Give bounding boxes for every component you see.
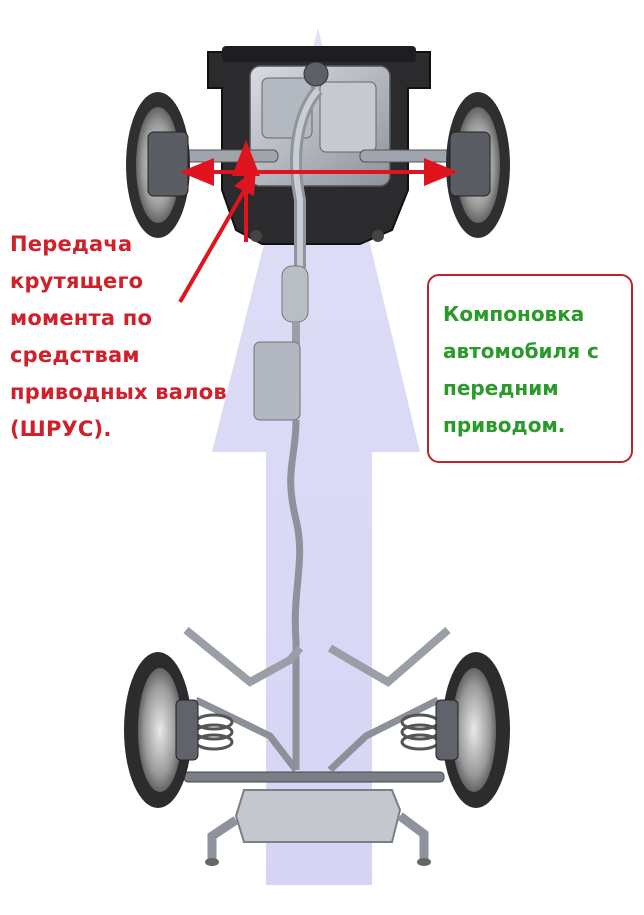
torque-label-line-3: момента по — [10, 300, 250, 337]
layout-label-line-3: передним — [443, 370, 599, 407]
layout-label-line-1: Компоновка — [443, 296, 599, 333]
layout-label-line-2: автомобиля с — [443, 333, 599, 370]
torque-label-line-2: крутящего — [10, 263, 250, 300]
front-axle — [126, 46, 510, 244]
layout-label-box: Компоновка автомобиля с передним приводо… — [427, 274, 633, 463]
torque-label-line-1: Передача — [10, 226, 250, 263]
torque-label-line-5: приводных валов — [10, 374, 250, 411]
torque-label-line-6: (ШРУС). — [10, 411, 250, 448]
torque-label-line-4: средствам — [10, 337, 250, 374]
torque-transfer-label: Передача крутящего момента по средствам … — [10, 226, 250, 448]
layout-label-line-4: приводом. — [443, 407, 599, 444]
layout-label: Компоновка автомобиля с передним приводо… — [443, 296, 599, 444]
